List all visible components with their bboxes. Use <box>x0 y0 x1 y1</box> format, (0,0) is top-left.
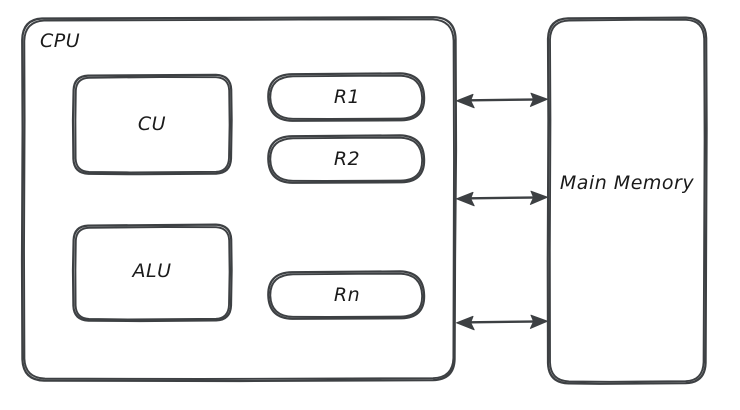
r1-box-shape <box>267 72 426 122</box>
r2-box-shape <box>267 134 426 184</box>
bus-arrow-2 <box>456 190 548 207</box>
alu-label: ALU <box>132 260 172 282</box>
cpu-label: CPU <box>40 30 81 52</box>
bus-arrow-3 <box>456 314 548 331</box>
main-memory-box-shape <box>546 16 708 385</box>
r2-label: R2 <box>333 148 361 170</box>
bus-arrow-1 <box>456 92 548 109</box>
cu-box-shape <box>71 73 233 176</box>
alu-box-shape <box>71 223 233 323</box>
cu-label: CU <box>137 113 167 135</box>
main-memory-label: Main Memory <box>559 172 695 194</box>
rn-label: Rn <box>333 284 361 306</box>
rn-box-shape <box>267 270 426 320</box>
r1-label: R1 <box>333 86 361 108</box>
cpu-boundary-shape <box>20 16 458 383</box>
